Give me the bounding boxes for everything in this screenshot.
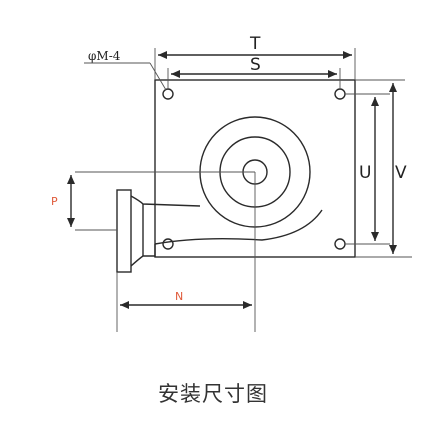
label-P: P (51, 195, 58, 208)
drawing-caption: 安装尺寸图 (158, 382, 268, 406)
label-U: U (359, 163, 371, 183)
label-T: T (249, 34, 261, 54)
corner-hole-bottom-left (162, 238, 174, 250)
corner-hole-top-right (334, 88, 346, 100)
right-extension-lines (345, 79, 412, 258)
corner-hole-top-left (162, 88, 174, 100)
outlet-flange (116, 189, 132, 273)
label-N: N (175, 290, 183, 303)
corner-hole-bottom-right (334, 238, 346, 250)
outlet-nozzle (116, 189, 201, 273)
hole-spec-callout: φM-4 (84, 49, 167, 91)
top-extension-lines (154, 48, 356, 89)
label-S: S (250, 55, 261, 75)
hole-spec-leader (149, 62, 167, 91)
center-lines (75, 171, 256, 332)
volute-housing (154, 116, 323, 257)
nozzle-bottom-edge (130, 255, 155, 267)
hole-spec-label: φM-4 (88, 49, 121, 63)
volute-scroll-curve (154, 209, 323, 245)
label-V: V (395, 163, 407, 183)
nozzle-top-edge (130, 195, 201, 207)
